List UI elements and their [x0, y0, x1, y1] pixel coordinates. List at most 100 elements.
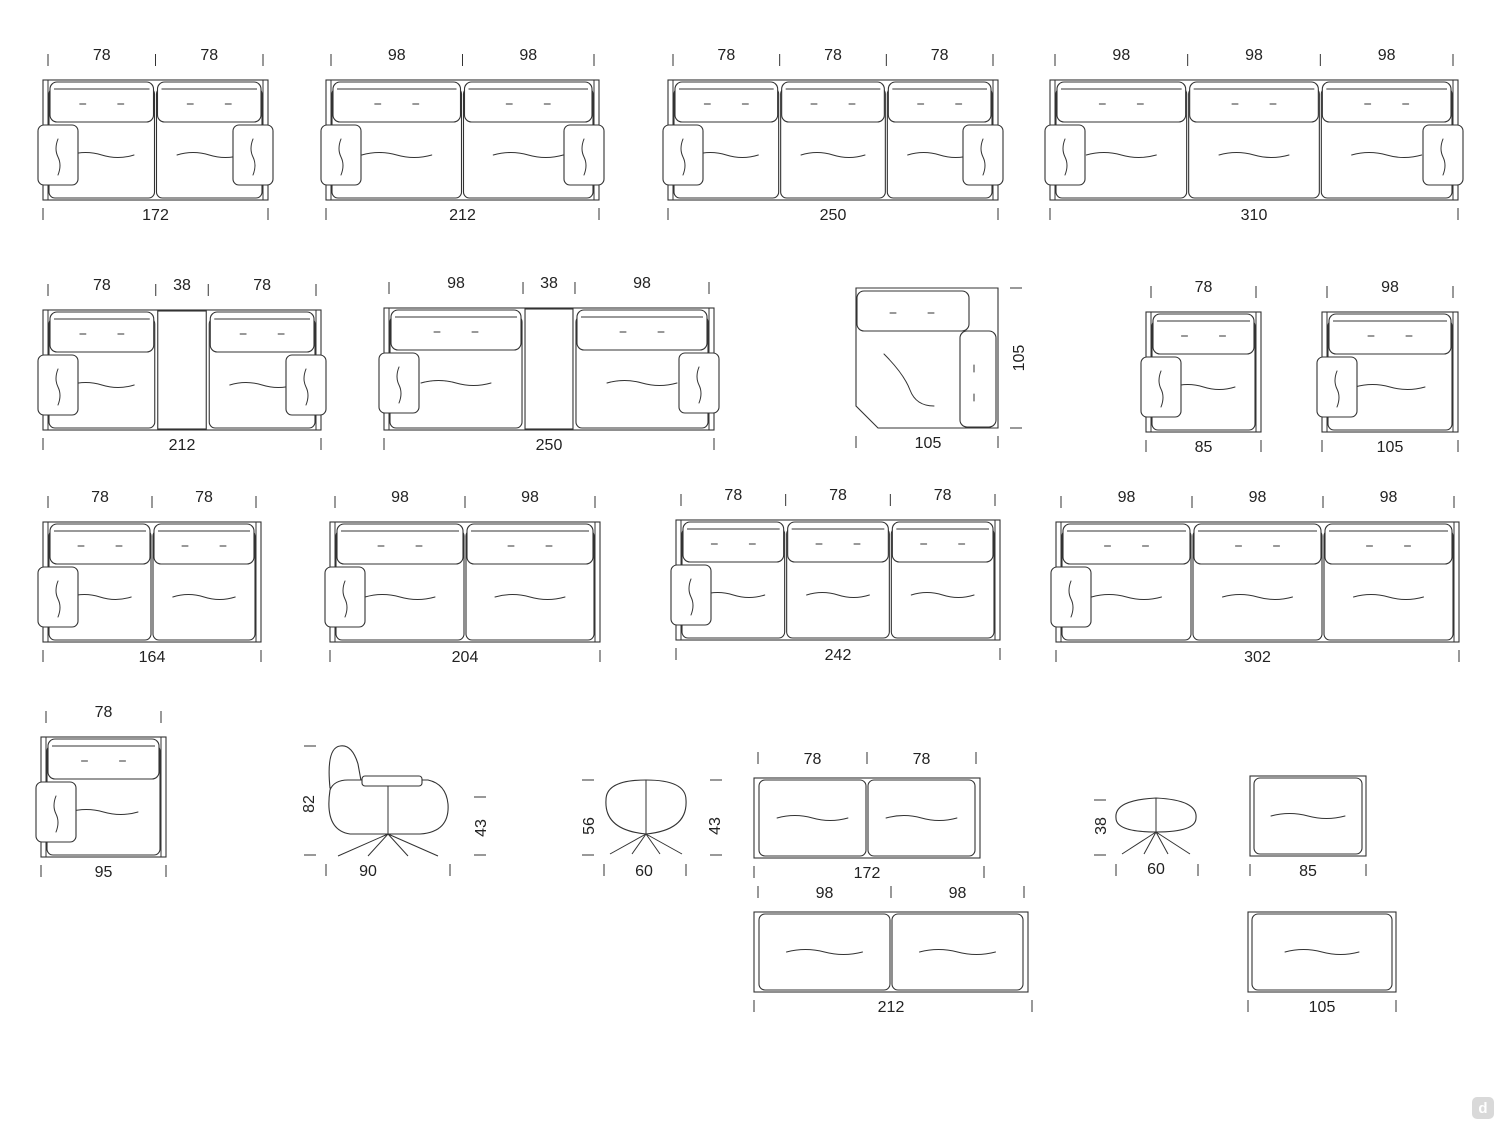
armrest-crease	[1062, 138, 1068, 176]
side-table	[157, 310, 207, 430]
total-width-label: 204	[452, 649, 479, 666]
corner-105: 105 105	[855, 287, 1028, 452]
back-cushion	[1328, 313, 1452, 355]
seat-width-label: 98	[949, 885, 967, 902]
back-cushion	[336, 523, 464, 565]
width-label: 60	[1147, 861, 1165, 878]
seat-height-label: 43	[473, 819, 490, 837]
cushion-seam	[1091, 594, 1162, 600]
back-cushion	[674, 81, 779, 123]
total-width-label: 105	[1377, 439, 1404, 456]
armrest-crease	[338, 138, 344, 176]
cushion-seam	[1353, 594, 1424, 600]
seat-width-label: 38	[540, 275, 558, 292]
seat-width-label: 98	[1378, 47, 1396, 64]
depth-label: 105	[1011, 345, 1028, 372]
seat-width-label: 78	[93, 277, 111, 294]
cushion-seam	[69, 382, 135, 388]
cushion-seam	[361, 152, 433, 158]
back-cushion	[390, 309, 522, 351]
swivel-base	[337, 833, 439, 857]
height-label: 38	[1093, 817, 1110, 835]
armrest-crease	[53, 795, 59, 833]
seat-width-label: 78	[1195, 279, 1213, 296]
back-cushion	[156, 81, 262, 123]
back-cushion	[1193, 523, 1322, 565]
back-cushion	[1062, 523, 1191, 565]
cushion-seam	[1085, 152, 1157, 158]
corner-seam	[883, 353, 935, 407]
seat-width-label: 78	[253, 277, 271, 294]
cushion-seam	[1270, 813, 1346, 819]
total-width-label: 250	[820, 207, 847, 224]
seat-width-label: 98	[1380, 489, 1398, 506]
cushion-seam	[1222, 594, 1293, 600]
armrest-crease	[680, 138, 686, 176]
armrest-crease	[1334, 370, 1340, 408]
back-cushion	[1324, 523, 1453, 565]
seat-width-label: 78	[93, 47, 111, 64]
back-cushion	[49, 523, 151, 565]
seat-width-label: 78	[95, 704, 113, 721]
back-cushion	[1056, 81, 1187, 123]
seat-width-label: 78	[931, 47, 949, 64]
cushion-seam	[420, 380, 492, 386]
cushion-seam	[800, 152, 866, 158]
armrest-cushion	[1316, 356, 1358, 418]
armrest-cushion	[324, 566, 366, 628]
stool-side: 38 60	[1093, 797, 1199, 878]
width-label: 105	[915, 435, 942, 452]
total-width-label: 85	[1299, 863, 1317, 880]
armrest-cushion	[1050, 566, 1092, 628]
armrest-crease	[55, 580, 61, 618]
seat-width-label: 98	[447, 275, 465, 292]
back-cushion	[463, 81, 593, 123]
back-cushion	[153, 523, 255, 565]
cushion-seam	[172, 594, 236, 600]
back-cushion	[47, 738, 160, 780]
back-cushion	[682, 521, 785, 563]
armrest-crease	[250, 138, 256, 176]
armrest-crease	[396, 366, 402, 404]
back-cushion	[787, 521, 889, 563]
cushion-seam	[907, 152, 973, 158]
armrest-cushion	[678, 352, 720, 414]
seat-height-label: 43	[707, 817, 724, 835]
total-width-label: 310	[1241, 207, 1268, 224]
seat-width-label: 78	[200, 47, 218, 64]
back-cushion	[856, 290, 970, 332]
total-width-label: 242	[825, 647, 852, 664]
armrest-cushion	[37, 354, 79, 416]
total-width-label: 164	[139, 649, 166, 666]
armrest-crease	[342, 580, 348, 618]
seat-width-label: 98	[1245, 47, 1263, 64]
total-width-label: 250	[536, 437, 563, 454]
back-cushion	[1321, 81, 1452, 123]
cushion-seam	[786, 949, 863, 955]
armrest-cushion	[320, 124, 362, 186]
seat-width-label: 78	[91, 489, 109, 506]
total-width-label: 172	[142, 207, 169, 224]
cushion-seam	[229, 382, 295, 388]
brand-logo-icon: d	[1472, 1097, 1494, 1119]
cushion-seam	[919, 949, 996, 955]
armrest-crease	[55, 138, 61, 176]
back-cushion	[887, 81, 992, 123]
armrest-cushion	[378, 352, 420, 414]
height-label: 56	[581, 817, 598, 835]
armrest-cushion	[1044, 124, 1086, 186]
armrest-cushion	[563, 124, 605, 186]
seat-width-label: 98	[521, 489, 539, 506]
cushion-seam	[176, 152, 242, 158]
cushion-seam	[364, 594, 436, 600]
cushion-seam	[606, 380, 678, 386]
armrest-cushion	[662, 124, 704, 186]
